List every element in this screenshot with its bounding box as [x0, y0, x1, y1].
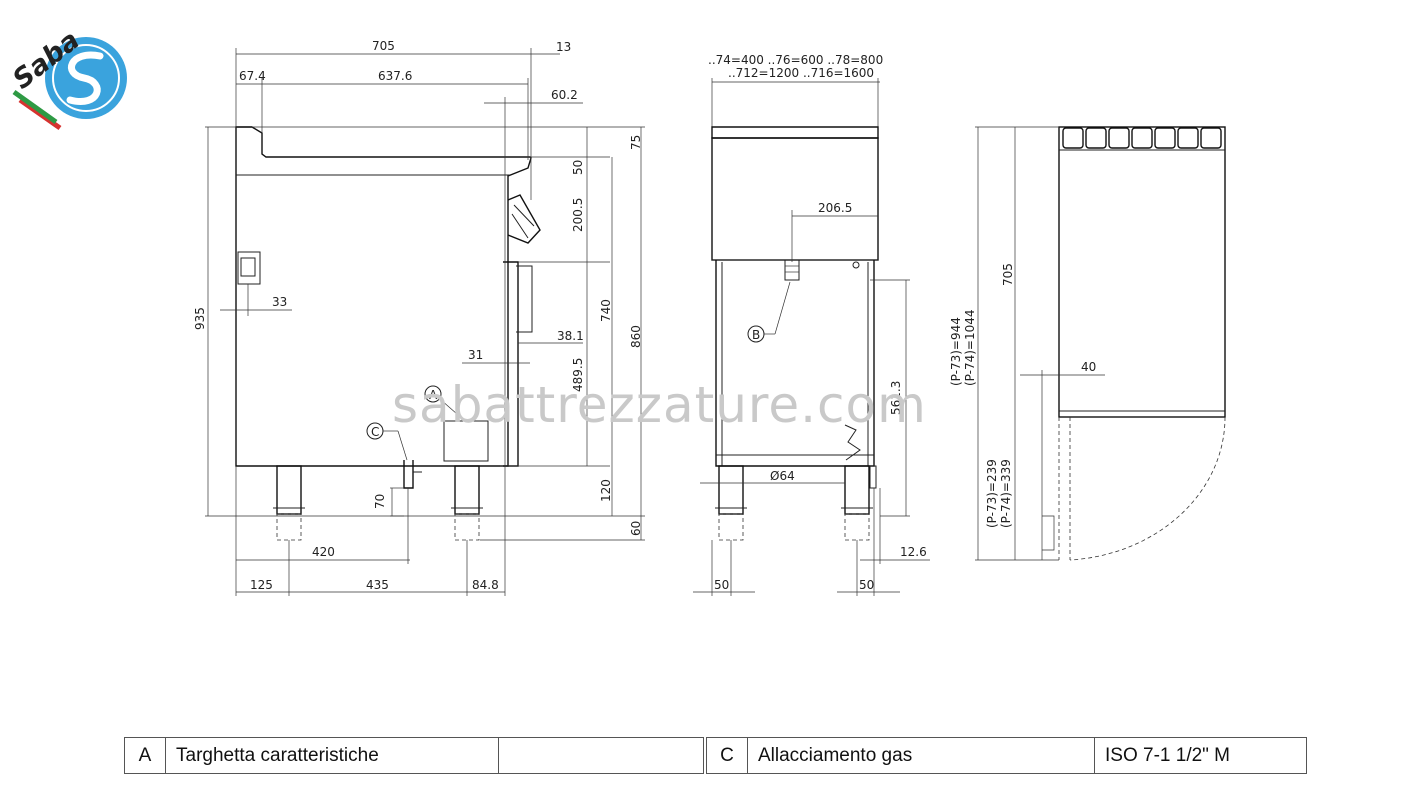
dim-740: 740	[599, 299, 613, 322]
dim-125: 125	[250, 578, 273, 592]
dim-31: 31	[468, 348, 483, 362]
dim-50: 50	[571, 160, 585, 175]
legend-table: A Targhetta caratteristiche C Allacciame…	[124, 737, 1307, 774]
dim-637-6: 637.6	[378, 69, 412, 83]
callout-a: A	[429, 388, 438, 402]
dim-50-right: 50	[859, 578, 874, 592]
dim-13: 13	[556, 40, 571, 54]
dim-p239: (P-73)=239	[985, 459, 999, 528]
top-view: 705 (P-73)=944 (P-74)=1044 40 (P-73)=239…	[949, 126, 1226, 561]
dim-p1044: (P-74)=1044	[963, 309, 977, 386]
dim-935: 935	[193, 307, 207, 330]
watermark: sabattrezzature.com	[392, 376, 927, 434]
dim-38-1: 38.1	[557, 329, 584, 343]
dim-489-5: 489.5	[571, 358, 585, 392]
front-widths-line1: ..74=400 ..76=600 ..78=800	[708, 53, 883, 67]
dim-561-3: 561.3	[889, 381, 903, 415]
saba-logo: Saba	[7, 25, 127, 131]
dim-200-5: 200.5	[571, 198, 585, 232]
dim-top-705: 705	[1001, 263, 1015, 286]
dim-60-2: 60.2	[551, 88, 578, 102]
legend-code-a: A	[124, 737, 166, 774]
front-widths-line2: ..712=1200 ..716=1600	[728, 66, 874, 80]
front-view: ..74=400 ..76=600 ..78=800 ..712=1200 ..…	[693, 53, 930, 596]
dim-33: 33	[272, 295, 287, 309]
dim-120: 120	[599, 479, 613, 502]
dim-705: 705	[372, 39, 395, 53]
legend-label-c: Allacciamento gas	[747, 737, 1095, 774]
callout-b: B	[752, 328, 760, 342]
dim-p944: (P-73)=944	[949, 317, 963, 386]
dim-60: 60	[629, 521, 643, 536]
legend-code-c: C	[706, 737, 748, 774]
dim-84-8: 84.8	[472, 578, 499, 592]
dim-40: 40	[1081, 360, 1096, 374]
top-burner-grid	[1062, 127, 1222, 149]
legend-label-a: Targhetta caratteristiche	[165, 737, 499, 774]
legend-row: A Targhetta caratteristiche C Allacciame…	[124, 737, 1307, 774]
dim-75: 75	[629, 135, 643, 150]
dim-420: 420	[312, 545, 335, 559]
dim-p339: (P-74)=339	[999, 459, 1013, 528]
dim-12-6: 12.6	[900, 545, 927, 559]
dim-435: 435	[366, 578, 389, 592]
dim-67-4: 67.4	[239, 69, 266, 83]
dim-206-5: 206.5	[818, 201, 852, 215]
dim-d64: Ø64	[770, 469, 795, 483]
dim-860: 860	[629, 325, 643, 348]
side-view: 705 13 67.4 637.6 60.2 75 50 200.5 740 8…	[193, 39, 645, 596]
legend-value-a	[498, 737, 704, 774]
technical-drawing: Saba 705 13	[7, 25, 1226, 596]
dim-50-left: 50	[714, 578, 729, 592]
callout-c: C	[371, 425, 379, 439]
legend-value-c: ISO 7-1 1/2" M	[1094, 737, 1307, 774]
dim-70: 70	[373, 494, 387, 509]
